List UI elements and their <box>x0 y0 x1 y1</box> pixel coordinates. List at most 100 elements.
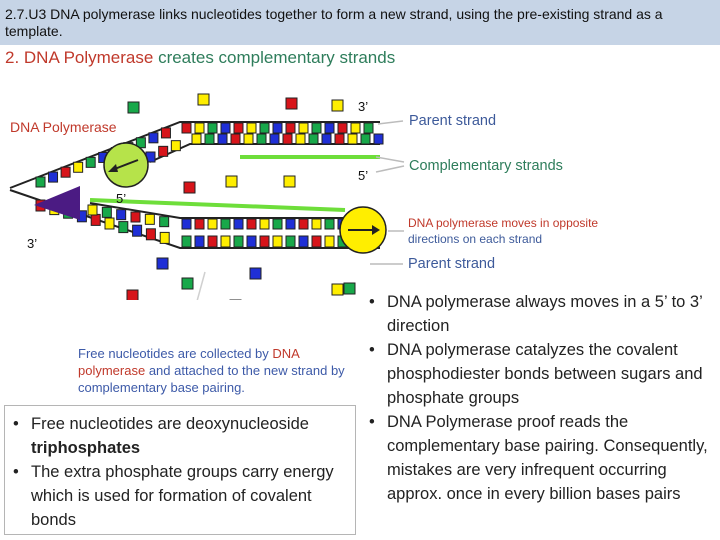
subtitle-part-1: 2. DNA Polymerase <box>5 48 154 67</box>
nucleotide-tick <box>259 122 270 134</box>
header-bar: 2.7.U3 DNA polymerase links nucleotides … <box>0 0 720 45</box>
nucleotide-tick <box>259 235 270 248</box>
nucleotide-tick <box>170 140 181 152</box>
upper-complementary-strand <box>145 133 384 163</box>
nucleotide-tick <box>35 176 46 188</box>
right-bullet-2: DNA polymerase catalyzes the covalent ph… <box>361 338 718 410</box>
nucleotide-tick <box>181 235 192 248</box>
nucleotide-tick <box>285 235 296 248</box>
nucleotide-tick <box>285 218 296 230</box>
free-nucleotide <box>225 175 238 188</box>
upper-parent-strand <box>9 121 380 189</box>
free-nucleotide <box>331 283 344 296</box>
nucleotide-tick <box>73 161 84 173</box>
five-prime-left-label: 5’ <box>116 191 126 206</box>
nucleotide-tick <box>308 133 319 145</box>
nucleotide-tick <box>181 218 192 230</box>
complementary-strands-callout: Complementary strands <box>375 156 563 174</box>
nucleotide-tick <box>295 133 306 145</box>
free-nucleotide <box>249 267 262 280</box>
nucleotide-tick <box>90 213 101 226</box>
left-bullet-1-bold: triphosphates <box>31 439 141 457</box>
nucleotide-tick <box>298 122 309 134</box>
nucleotide-tick <box>194 122 205 134</box>
caption-part-1: Free nucleotides are collected by <box>78 346 273 361</box>
nucleotide-tick <box>324 218 335 230</box>
nucleotide-tick <box>321 133 332 145</box>
nucleotide-tick <box>246 218 257 230</box>
nucleotide-tick <box>233 218 244 230</box>
free-nucleotides-caption: Free nucleotides are collected by DNA po… <box>78 345 368 396</box>
free-nucleotide <box>156 257 169 270</box>
nucleotide-tick <box>87 204 98 216</box>
three-prime-left-label: 3’ <box>27 236 37 251</box>
dna-polymerase-upper <box>103 142 149 188</box>
nucleotide-tick <box>282 133 293 145</box>
nucleotide-tick <box>272 122 283 134</box>
nucleotide-tick <box>191 133 202 145</box>
nucleotide-tick <box>373 133 384 145</box>
nucleotide-tick <box>334 133 345 145</box>
free-nucleotide <box>181 277 194 290</box>
nucleotide-tick <box>159 216 170 228</box>
nucleotide-tick <box>159 231 170 244</box>
nucleotide-tick <box>116 209 127 221</box>
lower-complementary-strand <box>87 198 348 230</box>
left-bullet-1-text: Free nucleotides are deoxynucleoside <box>31 415 309 433</box>
free-nucleotide <box>183 181 196 194</box>
left-bullet-1: Free nucleotides are deoxynucleoside tri… <box>5 412 355 460</box>
free-nucleotide <box>126 289 139 300</box>
nucleotide-tick <box>311 218 322 230</box>
nucleotide-tick <box>132 224 143 237</box>
moves-note-line-1: DNA polymerase moves in opposite <box>408 216 598 230</box>
free-nucleotide <box>283 175 296 188</box>
nucleotide-tick <box>85 156 96 168</box>
nucleotide-tick <box>298 218 309 230</box>
free-nucleotide <box>285 97 298 110</box>
moves-note-line-2: directions on each strand <box>408 232 542 246</box>
nucleotide-tick <box>135 137 146 149</box>
nucleotide-tick <box>246 235 257 248</box>
parent-strand-callout: Parent strand <box>377 113 496 129</box>
caption-part-3: and attached to the new strand by comple… <box>78 363 345 395</box>
nucleotide-tick <box>256 133 267 145</box>
nucleotide-tick <box>269 133 280 145</box>
nucleotide-tick <box>347 133 358 145</box>
parent-strand-label-2: Parent strand <box>408 256 495 272</box>
nucleotide-tick <box>145 228 156 241</box>
nucleotide-tick <box>360 133 371 145</box>
nucleotide-tick <box>144 213 155 225</box>
nucleotide-tick <box>60 166 71 178</box>
helicase-triangle <box>34 186 80 220</box>
three-prime-top-label: 3’ <box>358 99 368 114</box>
caption-part-2: DNA polymerase <box>78 346 300 378</box>
complementary-strands-label: Complementary strands <box>409 158 563 174</box>
nucleotide-tick <box>337 122 348 134</box>
nucleotide-tick <box>207 122 218 134</box>
moves-note-callout: DNA polymerase moves in opposite directi… <box>388 216 598 246</box>
five-prime-mid-label: 5’ <box>358 168 368 183</box>
nucleotide-tick <box>350 122 361 134</box>
nucleotide-tick <box>217 133 228 145</box>
free-nucleotide <box>343 282 356 295</box>
nucleotide-tick <box>220 235 231 248</box>
nucleotide-tick <box>104 217 115 230</box>
slide-title: 2.7.U3 DNA polymerase links nucleotides … <box>5 6 663 39</box>
left-bullet-2: The extra phosphate groups carry energy … <box>5 460 355 532</box>
nucleotide-tick <box>160 127 171 139</box>
dna-polymerase-lower <box>339 206 387 254</box>
nucleotide-tick <box>298 235 309 248</box>
left-bullet-box: Free nucleotides are deoxynucleoside tri… <box>4 405 356 535</box>
right-bullet-box: DNA polymerase always moves in a 5’ to 3… <box>360 287 719 535</box>
parent-strand-label: Parent strand <box>409 113 496 129</box>
nucleotide-tick <box>233 235 244 248</box>
right-bullet-3: DNA Polymerase proof reads the complemen… <box>361 410 718 506</box>
nucleotide-tick <box>259 218 270 230</box>
caption-pointer <box>196 271 206 300</box>
nucleotide-tick <box>363 122 374 134</box>
free-nucleotide <box>197 93 210 106</box>
replication-diagram: DNA Polymerase 3’ 5’ 5’ 3’ Parent strand… <box>9 93 598 300</box>
nucleotide-tick <box>194 218 205 230</box>
free-nucleotide <box>127 101 140 114</box>
nucleotide-tick <box>246 122 257 134</box>
